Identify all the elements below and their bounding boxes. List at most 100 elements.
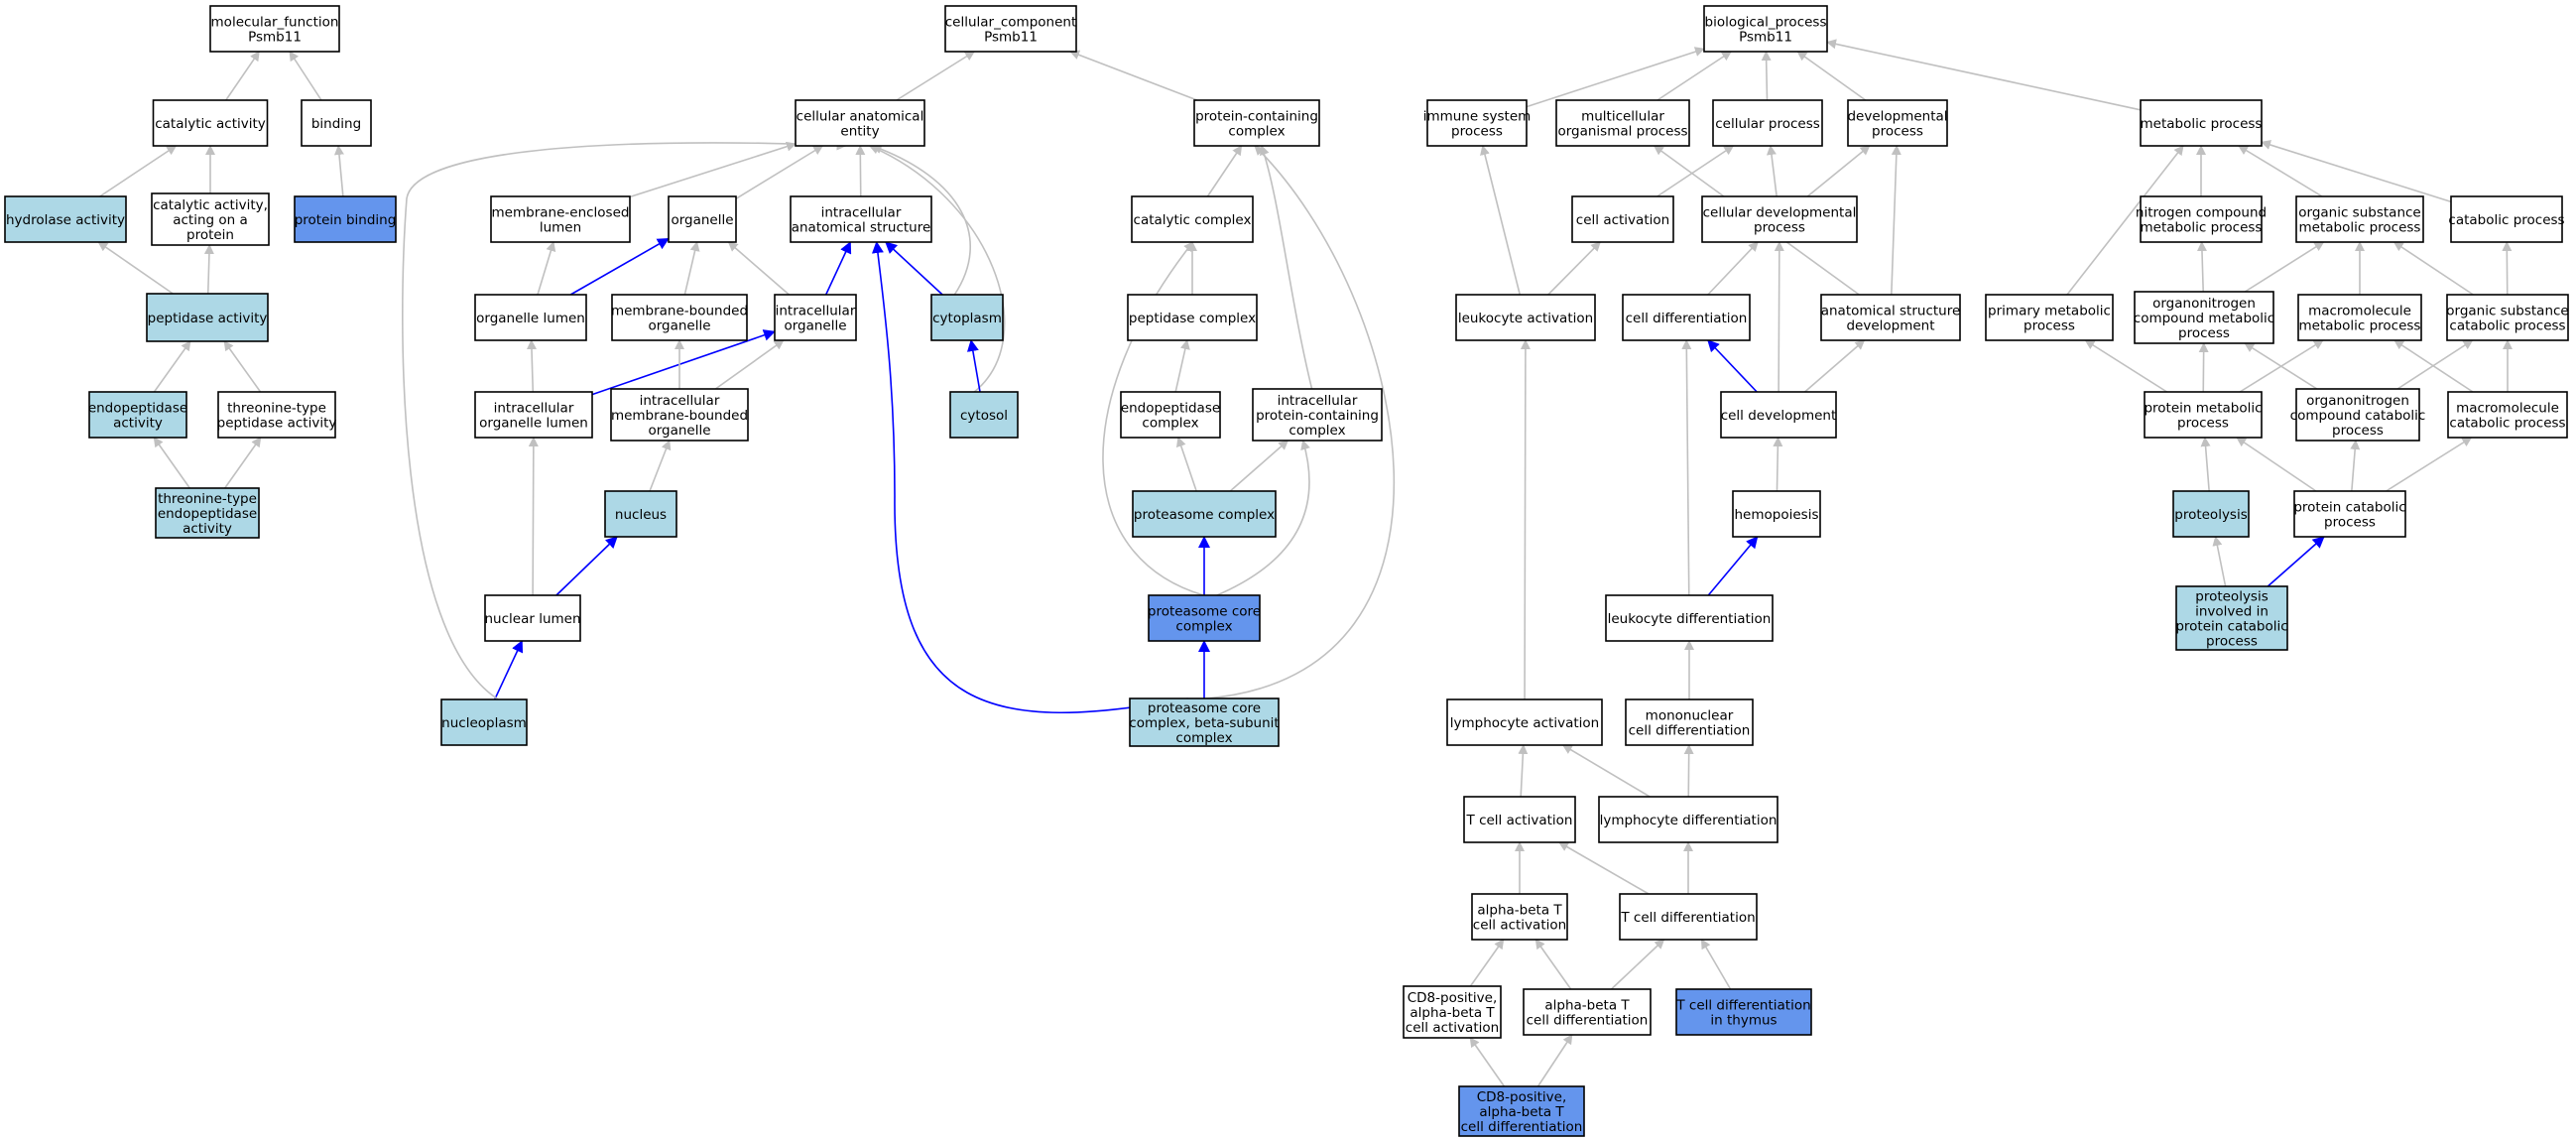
node-box xyxy=(1403,985,1502,1039)
node-organelle: organelle xyxy=(668,195,737,243)
node-box xyxy=(611,294,748,341)
node-box xyxy=(1132,490,1277,538)
node-box xyxy=(1252,388,1383,442)
node-label: organelle xyxy=(648,423,710,439)
edge-iol-to-org_lumen xyxy=(526,339,537,393)
edge-lymphdiff-to-mncd xyxy=(1683,744,1694,798)
node-label: protein catabolic xyxy=(2293,500,2405,516)
node-tcelldiff: T cell differentiation xyxy=(1619,893,1758,941)
node-label: process xyxy=(1872,124,1923,140)
edge-protein_binding-to-binding xyxy=(333,145,344,197)
edge-leukdiff-to-celldiff xyxy=(1681,339,1692,596)
node-lymphact: lymphocyte activation xyxy=(1446,698,1603,746)
node-label: organelle lumen xyxy=(479,416,588,432)
node-box xyxy=(2446,294,2569,341)
node-label: organonitrogen xyxy=(2152,296,2256,312)
node-label: alpha-beta T xyxy=(1479,1104,1564,1120)
node-label: lumen xyxy=(540,220,581,236)
node-box xyxy=(2172,490,2250,538)
node-cellproc: cellular process xyxy=(1712,99,1823,147)
edge-hemo-to-celldev xyxy=(1773,437,1783,492)
node-label: organismal process xyxy=(1557,124,1687,140)
node-leukdiff: leukocyte differentiation xyxy=(1605,594,1774,642)
node-org_lumen: organelle lumen xyxy=(474,294,587,341)
edge-protmet-to-primmet xyxy=(2084,339,2168,393)
node-label: lymphocyte activation xyxy=(1450,715,1599,731)
node-label: T cell activation xyxy=(1466,813,1573,828)
node-label: endopeptidase xyxy=(1121,401,1220,417)
edge-celldev-to-celldiff xyxy=(1707,339,1758,393)
edge-cytoplasm-to-ias xyxy=(885,241,943,296)
node-box xyxy=(2450,195,2563,243)
edge-nucleoplasm-to-cae xyxy=(402,140,847,700)
node-celldiff: cell differentiation xyxy=(1622,294,1751,341)
node-label: anatomical structure xyxy=(1821,304,1961,319)
edge-cat_act-to-mf xyxy=(225,51,260,101)
node-label: T cell differentiation xyxy=(1620,910,1755,926)
edge-tcellact-to-lymphact xyxy=(1518,744,1529,798)
node-label: proteolysis xyxy=(2174,507,2248,523)
node-box xyxy=(4,195,127,243)
node-label: compound metabolic xyxy=(2134,311,2274,326)
edge-binding-to-mf xyxy=(289,51,322,101)
node-proteasome: proteasome complex xyxy=(1132,490,1277,538)
node-box xyxy=(474,391,593,439)
node-label: activity xyxy=(113,416,163,432)
node-label: activity xyxy=(183,521,232,537)
node-label: endopeptidase xyxy=(158,506,257,522)
node-leukact: leukocyte activation xyxy=(1455,294,1596,341)
node-label: protein binding xyxy=(295,212,397,228)
node-label: in thymus xyxy=(1710,1013,1777,1029)
node-box xyxy=(1720,391,1837,439)
node-label: organelle xyxy=(648,318,710,334)
edge-iol-to-io xyxy=(591,329,776,396)
edge-lymphact-to-leukact xyxy=(1520,339,1531,700)
edge-tthymus-to-tcelldiff xyxy=(1700,939,1732,990)
edge-metab-to-bp xyxy=(1826,39,2142,111)
node-box xyxy=(301,99,372,147)
node-label: leukocyte activation xyxy=(1458,311,1593,326)
node-catcomplex: catalytic complex xyxy=(1131,195,1254,243)
edge-oscp-to-catab xyxy=(2502,241,2513,296)
edge-protcat-to-onccp xyxy=(2350,440,2361,492)
edge-proteolysis_pc-to-protcat xyxy=(2267,536,2325,587)
node-box xyxy=(1471,893,1568,941)
edge-thr_endopeptidase-to-thr_peptidase xyxy=(224,437,262,489)
node-box xyxy=(1622,294,1751,341)
node-label: process xyxy=(2206,634,2258,650)
node-binding: binding xyxy=(301,99,372,147)
node-catab: catabolic process xyxy=(2448,195,2565,243)
edge-cd8diff-to-cd8act xyxy=(1469,1037,1506,1087)
node-label: cytosol xyxy=(960,408,1008,424)
node-label: protein metabolic xyxy=(2144,401,2262,417)
node-lymphdiff: lymphocyte differentiation xyxy=(1598,796,1779,843)
node-protein_binding: protein binding xyxy=(294,195,397,243)
node-box xyxy=(1985,294,2114,341)
node-label: cell activation xyxy=(1473,918,1566,934)
node-label: peptidase complex xyxy=(1129,311,1256,326)
edge-cytosol-to-cae xyxy=(868,144,1006,393)
node-box xyxy=(217,391,336,439)
edge-cae-to-cc xyxy=(896,51,976,101)
edge-cytoplasm-to-cae xyxy=(871,144,971,296)
node-nucleoplasm: nucleoplasm xyxy=(440,698,528,746)
node-label: molecular_function xyxy=(211,15,339,31)
node-box xyxy=(2297,294,2422,341)
node-box xyxy=(474,294,587,341)
edge-endocomplex-to-pepcomplex xyxy=(1174,339,1190,393)
node-box xyxy=(1523,988,1652,1036)
edge-nucleus-to-imbo xyxy=(649,440,672,492)
node-label: complex xyxy=(1175,619,1232,635)
